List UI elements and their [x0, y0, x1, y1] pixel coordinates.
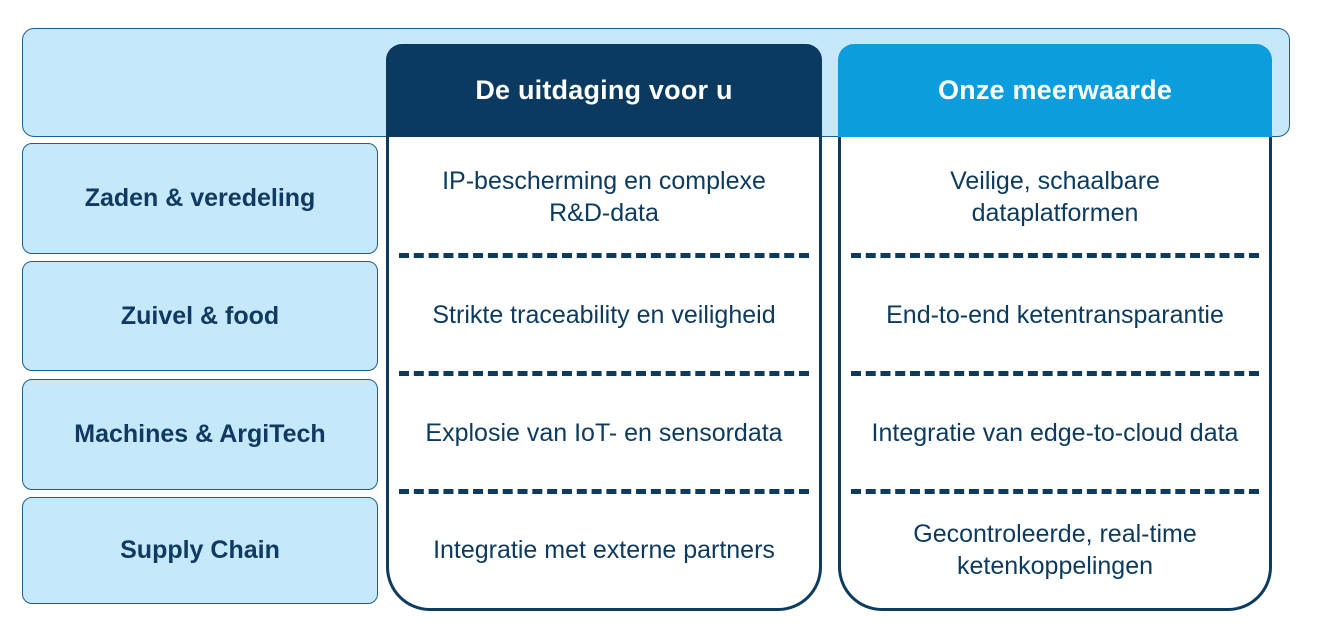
- cell-challenge-text-row-3: Integratie met externe partners: [433, 536, 775, 564]
- cell-value-text-row-3: Gecontroleerde, real-time ketenkoppeling…: [913, 520, 1197, 580]
- column-header-value: Onze meerwaarde: [838, 44, 1272, 137]
- column-header-challenge: De uitdaging voor u: [386, 44, 822, 137]
- cell-value-row-3: Gecontroleerde, real-time ketenkoppeling…: [841, 492, 1269, 608]
- category-label-row-0: Zaden & veredeling: [84, 184, 316, 213]
- cell-challenge-row-0: IP-bescherming en complexe R&D-data: [389, 137, 819, 256]
- cell-challenge-text-row-0: IP-bescherming en complexe R&D-data: [442, 166, 766, 227]
- cell-value-text-row-2: Integratie van edge-to-cloud data: [871, 419, 1239, 447]
- cell-value-text-row-0: Veilige, schaalbare dataplatformen: [950, 166, 1160, 227]
- column-value: Veilige, schaalbare dataplatformen End-t…: [838, 137, 1272, 611]
- cell-value-row-2: Integratie van edge-to-cloud data: [841, 374, 1269, 492]
- row-separator-value-1: [851, 371, 1259, 376]
- category-label-row-3: Supply Chain: [120, 536, 280, 565]
- row-separator-value-2: [851, 489, 1259, 494]
- row-separator-challenge-2: [399, 489, 809, 494]
- row-separator-value-0: [851, 253, 1259, 258]
- cell-challenge-text-row-1: Strikte traceability en veiligheid: [432, 301, 776, 329]
- column-challenge: IP-bescherming en complexe R&D-data Stri…: [386, 137, 822, 611]
- category-box-row-3: Supply Chain: [22, 497, 378, 604]
- cell-challenge-row-3: Integratie met externe partners: [389, 492, 819, 608]
- row-separator-challenge-1: [399, 371, 809, 376]
- column-header-value-label: Onze meerwaarde: [937, 74, 1173, 105]
- row-separator-challenge-0: [399, 253, 809, 258]
- cell-challenge-row-1: Strikte traceability en veiligheid: [389, 256, 819, 374]
- column-header-challenge-label: De uitdaging voor u: [475, 74, 733, 105]
- category-label-row-1: Zuivel & food: [120, 301, 280, 330]
- category-box-row-2: Machines & ArgiTech: [22, 379, 378, 490]
- cell-challenge-text-row-2: Explosie van IoT- en sensordata: [425, 419, 783, 447]
- category-label-row-2: Machines & ArgiTech: [74, 420, 326, 449]
- category-box-row-0: Zaden & veredeling: [22, 143, 378, 254]
- category-box-row-1: Zuivel & food: [22, 261, 378, 371]
- cell-value-text-row-1: End-to-end ketentransparantie: [886, 301, 1224, 329]
- cell-challenge-row-2: Explosie van IoT- en sensordata: [389, 374, 819, 492]
- cell-value-row-1: End-to-end ketentransparantie: [841, 256, 1269, 374]
- cell-value-row-0: Veilige, schaalbare dataplatformen: [841, 137, 1269, 256]
